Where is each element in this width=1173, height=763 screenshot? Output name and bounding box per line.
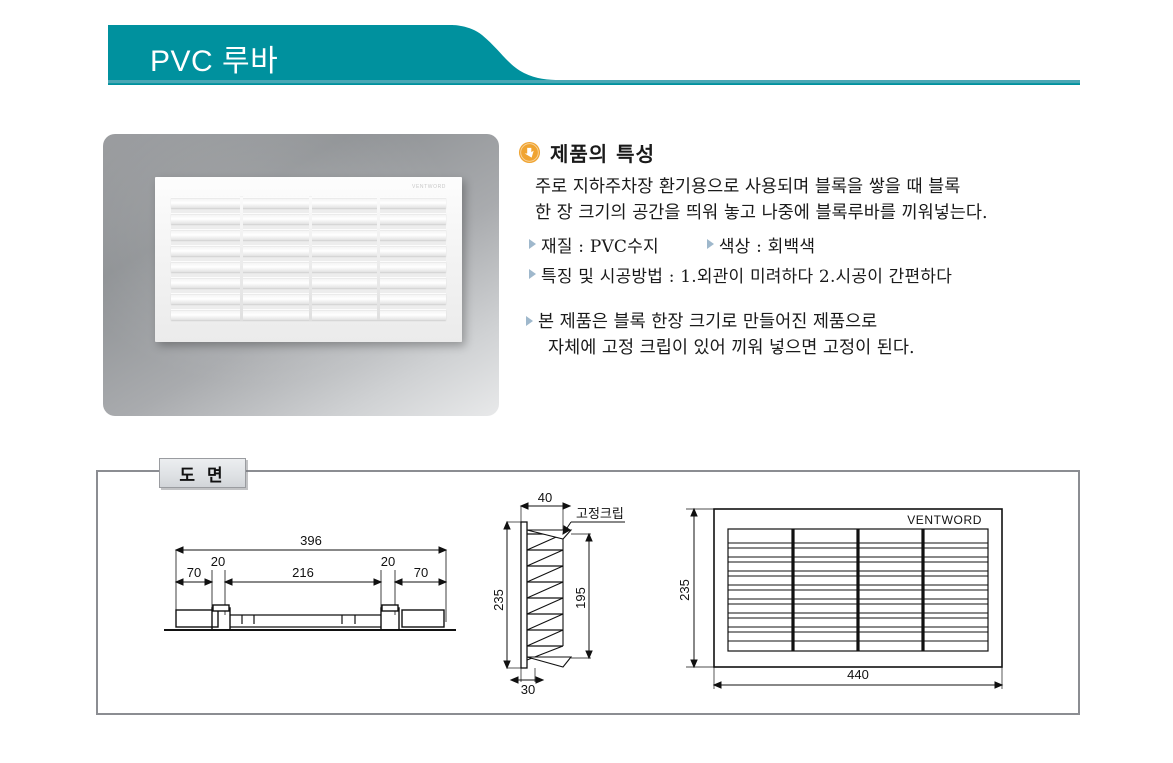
spec-color: 색상 : 회백색 <box>718 237 816 258</box>
dim-center-216: 216 <box>292 565 314 580</box>
spec-row-material-color: 재질 : PVC수지 색상 : 회백색 <box>529 232 1118 257</box>
banner-underline <box>108 80 1080 84</box>
grille-divider <box>239 197 243 320</box>
header-banner <box>0 25 1173 87</box>
dim-left-clip-20: 20 <box>211 554 225 569</box>
brand-label-ventword: VENTWORD <box>907 513 982 527</box>
note-line: 본 제품은 블록 한장 크기로 만들어진 제품으로 <box>538 312 878 333</box>
drawing-panel <box>96 470 1080 715</box>
spec-material: 재질 : PVC수지 <box>541 237 659 258</box>
bullet-triangle-icon <box>706 239 714 250</box>
grille-divider <box>308 197 312 320</box>
bullet-triangle-icon <box>529 269 536 280</box>
note-line: 자체에 고정 크립이 있어 끼워 넣으면 고정이 된다. <box>548 338 915 359</box>
dim-height-235: 235 <box>491 589 506 611</box>
dim-left-flange-70: 70 <box>187 565 201 580</box>
features-heading: 제품의 특성 <box>550 142 655 166</box>
grille-divider <box>377 197 381 320</box>
product-photo: VENTWORD <box>103 134 499 416</box>
orange-arrow-icon <box>518 141 541 164</box>
dim-front-width-440: 440 <box>847 667 869 682</box>
grille-louver-stack <box>171 196 446 321</box>
description-line: 한 장 크기의 공간을 띄워 놓고 나중에 블록루바를 끼워넣는다. <box>535 202 988 223</box>
page-title: PVC 루바 <box>150 45 279 78</box>
bullet-triangle-icon <box>529 239 536 250</box>
spec-method: 특징 및 시공방법 : 1.외관이 미려하다 2.시공이 간편하다 <box>541 267 953 288</box>
right-technical-drawing: VENTWORD 235 440 <box>677 507 1004 689</box>
drawing-section-tab: 도 면 <box>159 458 246 488</box>
note-lines: 본 제품은 블록 한장 크기로 만들어진 제품으로 자체에 고정 크립이 있어 … <box>538 309 915 362</box>
dim-depth-40: 40 <box>538 490 552 505</box>
dim-inner-height-195: 195 <box>573 587 588 609</box>
bullet-triangle-icon <box>526 316 533 327</box>
louver-grille-image: VENTWORD <box>155 177 462 342</box>
dim-right-clip-20: 20 <box>381 554 395 569</box>
product-features-section: 제품의 특성 주로 지하주차장 환기용으로 사용되며 블록을 쌓을 때 블록 한… <box>518 138 1118 362</box>
features-description: 주로 지하주차장 환기용으로 사용되며 블록을 쌓을 때 블록 한 장 크기의 … <box>535 175 1118 226</box>
left-technical-drawing: 396 70 20 216 20 70 <box>164 533 456 631</box>
features-heading-row: 제품의 특성 <box>518 138 1118 167</box>
middle-technical-drawing: 40 235 195 30 고정크립 <box>491 490 625 697</box>
dim-overall-396: 396 <box>300 533 322 548</box>
drawing-tab-label: 도 면 <box>179 465 226 486</box>
grille-brand-mark: VENTWORD <box>412 184 446 190</box>
dim-front-height-235: 235 <box>677 579 692 601</box>
banner-shape <box>108 25 1080 85</box>
spec-row-method: 특징 및 시공방법 : 1.외관이 미려하다 2.시공이 간편하다 <box>529 262 1118 287</box>
callout-fixing-clip: 고정크립 <box>576 507 624 522</box>
dim-right-flange-70: 70 <box>414 565 428 580</box>
description-line: 주로 지하주차장 환기용으로 사용되며 블록을 쌓을 때 블록 <box>535 177 961 197</box>
dim-base-30: 30 <box>521 682 535 697</box>
features-note: 본 제품은 블록 한장 크기로 만들어진 제품으로 자체에 고정 크립이 있어 … <box>526 309 1118 362</box>
